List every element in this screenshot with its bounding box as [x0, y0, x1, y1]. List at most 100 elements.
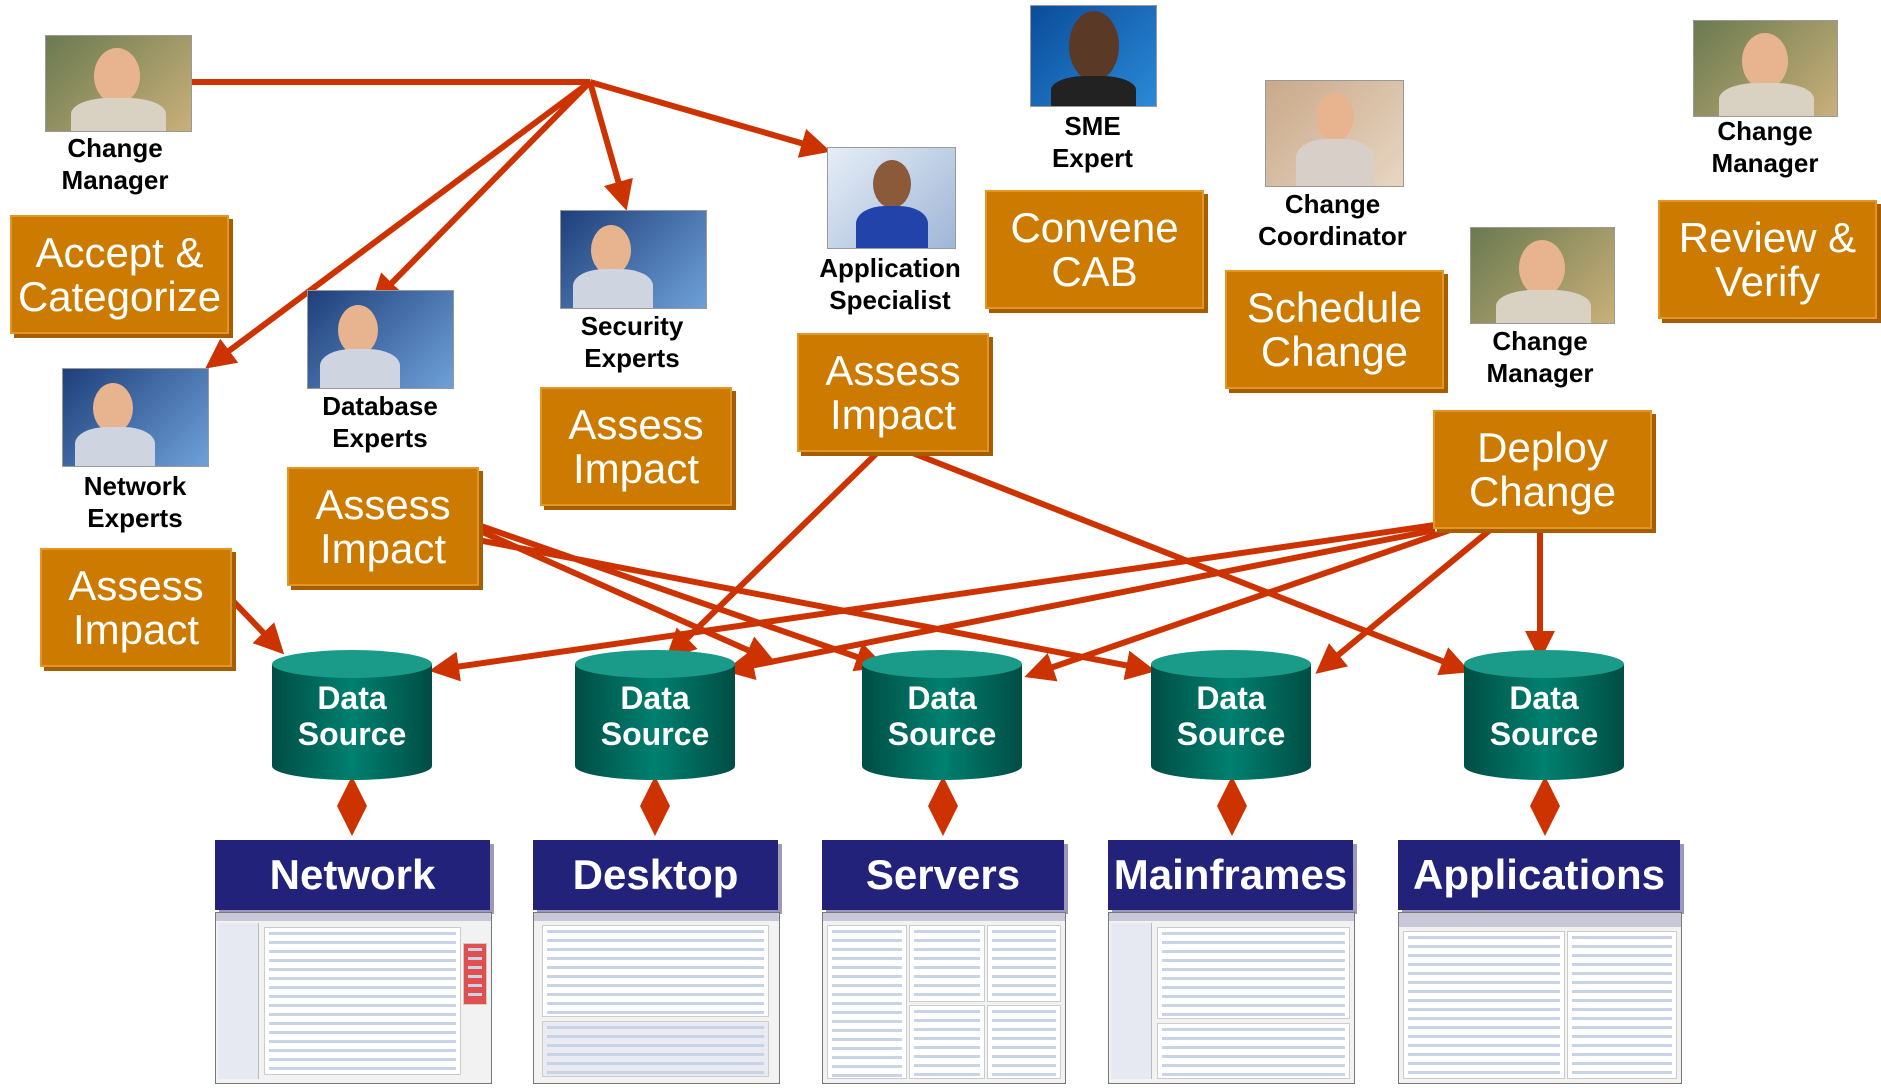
thumbnail-row — [1162, 950, 1345, 953]
thumbnail-row — [992, 966, 1056, 969]
cylinder-top — [272, 650, 432, 678]
thumbnail-row — [832, 948, 902, 951]
desktop-console-thumbnail — [533, 912, 780, 1084]
thumbnail-row — [1572, 1008, 1672, 1011]
thumbnail-row — [269, 1031, 456, 1034]
thumbnail-row — [1572, 1026, 1672, 1029]
thumbnail-row — [269, 1049, 456, 1052]
thumbnail-row — [832, 966, 902, 969]
thumbnail-row — [269, 977, 456, 980]
cylinder-body — [862, 664, 1022, 780]
thumbnail-row — [914, 966, 980, 969]
thumbnail-row — [1162, 1013, 1345, 1016]
thumbnail-row — [269, 995, 456, 998]
thumbnail-row — [1572, 1017, 1672, 1020]
thumbnail-row — [1572, 990, 1672, 993]
thumbnail-row — [1162, 932, 1345, 935]
person-photo — [1030, 5, 1157, 107]
arrow — [476, 527, 776, 664]
thumbnail-row — [1572, 972, 1672, 975]
cylinder-body — [1464, 664, 1624, 780]
thumbnail-row — [547, 1035, 764, 1038]
thumbnail-row — [547, 1002, 764, 1005]
thumbnail-row — [832, 1065, 902, 1068]
thumbnail-row — [1572, 963, 1672, 966]
arrow — [1024, 527, 1451, 682]
cylinder-top — [1151, 650, 1311, 678]
thumbnail-row — [547, 993, 764, 996]
task-accept-categorize: Accept &Categorize — [10, 215, 229, 334]
arrow — [589, 79, 831, 158]
person-photo — [827, 147, 956, 249]
thumbnail-row — [914, 984, 980, 987]
person-photo — [560, 210, 707, 309]
task-review-verify: Review &Verify — [1658, 200, 1877, 319]
thumbnail-row — [547, 975, 764, 978]
thumbnail-row — [914, 993, 980, 996]
thumbnail-row — [1408, 936, 1560, 939]
thumbnail-row — [269, 941, 456, 944]
thumbnail-row — [914, 975, 980, 978]
thumbnail-row — [914, 1064, 980, 1067]
arrow — [205, 79, 592, 369]
thumbnail-row — [547, 1011, 764, 1014]
person-photo — [45, 35, 192, 132]
thumbnail-row — [992, 1010, 1056, 1013]
arrow — [724, 527, 1436, 681]
thumbnail-row — [547, 930, 764, 933]
thumbnail-row — [1162, 1037, 1345, 1040]
thumbnail-row — [992, 984, 1056, 987]
arrow — [370, 79, 593, 305]
thumbnail-row — [1408, 1071, 1560, 1074]
thumbnail-row — [1408, 1026, 1560, 1029]
thumbnail-row — [832, 1047, 902, 1050]
thumbnail-row — [992, 1073, 1056, 1076]
thumbnail-row — [547, 957, 764, 960]
thumbnail-row — [914, 1037, 980, 1040]
thumbnail-row — [992, 1055, 1056, 1058]
thumbnail-row — [1572, 981, 1672, 984]
thumbnail-row — [547, 984, 764, 987]
thumbnail-row — [1408, 1035, 1560, 1038]
thumbnail-row — [1408, 972, 1560, 975]
thumbnail-row — [269, 1004, 456, 1007]
thumbnail-row — [547, 1026, 764, 1029]
thumbnail-row — [1408, 1053, 1560, 1056]
thumbnail-row — [832, 930, 902, 933]
thumbnail-row — [1162, 1046, 1345, 1049]
thumbnail-row — [269, 950, 456, 953]
thumbnail-row — [1162, 986, 1345, 989]
thumbnail-row — [1408, 1008, 1560, 1011]
thumbnail-row — [269, 986, 456, 989]
thumbnail-row — [832, 1074, 902, 1077]
thumbnail-row — [1572, 945, 1672, 948]
cylinder-body — [272, 664, 432, 780]
thumbnail-row — [832, 1038, 902, 1041]
mainframes-console-thumbnail — [1108, 912, 1355, 1084]
thumbnail-row — [468, 948, 482, 951]
thumbnail-row — [914, 1073, 980, 1076]
person-photo — [1470, 227, 1615, 324]
cylinder-body — [1151, 664, 1311, 780]
thumbnail-row — [992, 1037, 1056, 1040]
thumbnail-row — [468, 966, 482, 969]
thumbnail-row — [992, 1064, 1056, 1067]
system-servers: Servers — [822, 840, 1064, 910]
system-applications: Applications — [1398, 840, 1680, 910]
thumbnail-row — [1408, 1044, 1560, 1047]
thumbnail-row — [547, 939, 764, 942]
